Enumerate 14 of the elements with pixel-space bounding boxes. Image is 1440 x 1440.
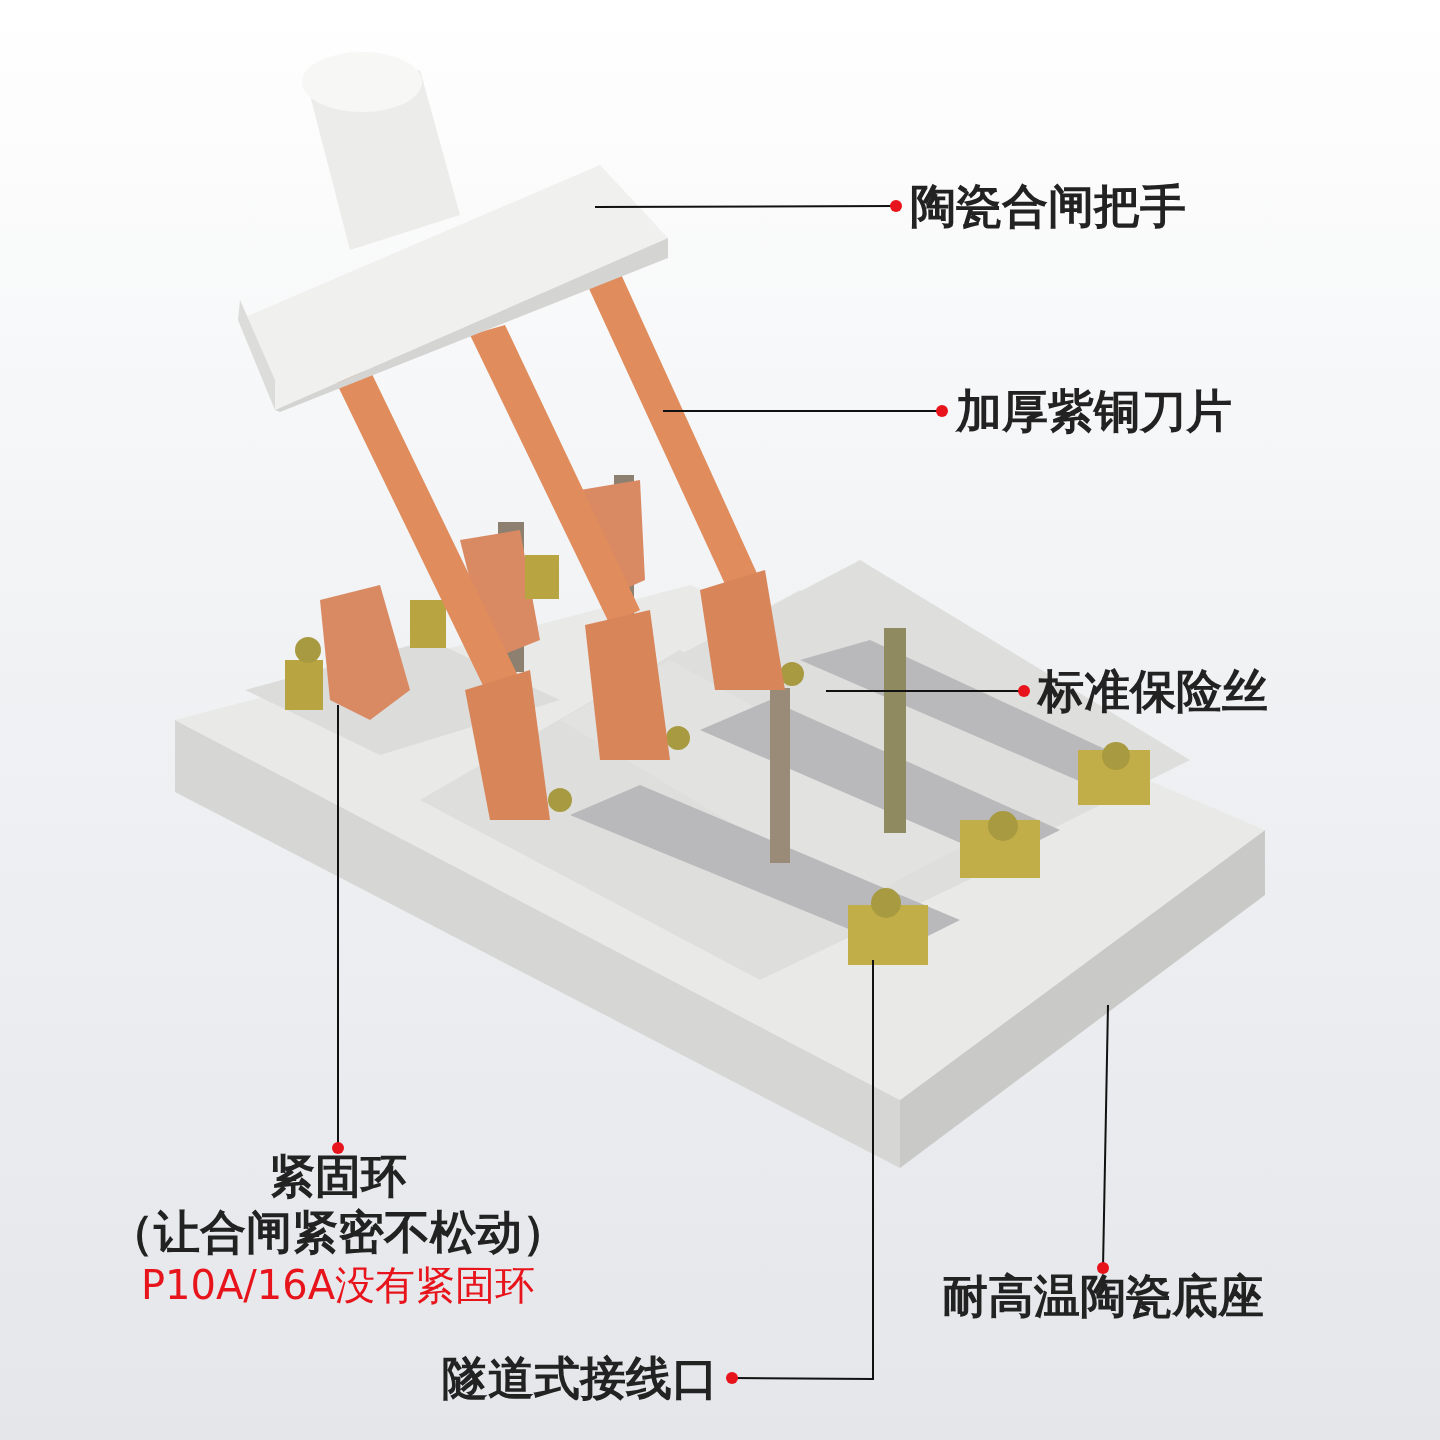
callout-label: 陶瓷合闸把手 [910,178,1186,234]
subtitle-text: （让合闸紧密不松动） [107,1204,569,1260]
callout-label: 隧道式接线口 [442,1350,718,1406]
leader-line [594,200,902,212]
leader-line [825,685,1030,697]
callout-label: 标准保险丝 [1038,663,1268,719]
callout-label: 耐高温陶瓷底座 [942,1268,1264,1324]
note-text: P10A/16A没有紧固环 [139,1261,537,1310]
leader-line [662,405,948,417]
leader-line [726,959,874,1384]
callout-label: 紧固环 [268,1148,408,1204]
callout-label: 加厚紫铜刀片 [956,383,1232,439]
leader-line [1097,1004,1109,1274]
leader-line [332,704,344,1154]
